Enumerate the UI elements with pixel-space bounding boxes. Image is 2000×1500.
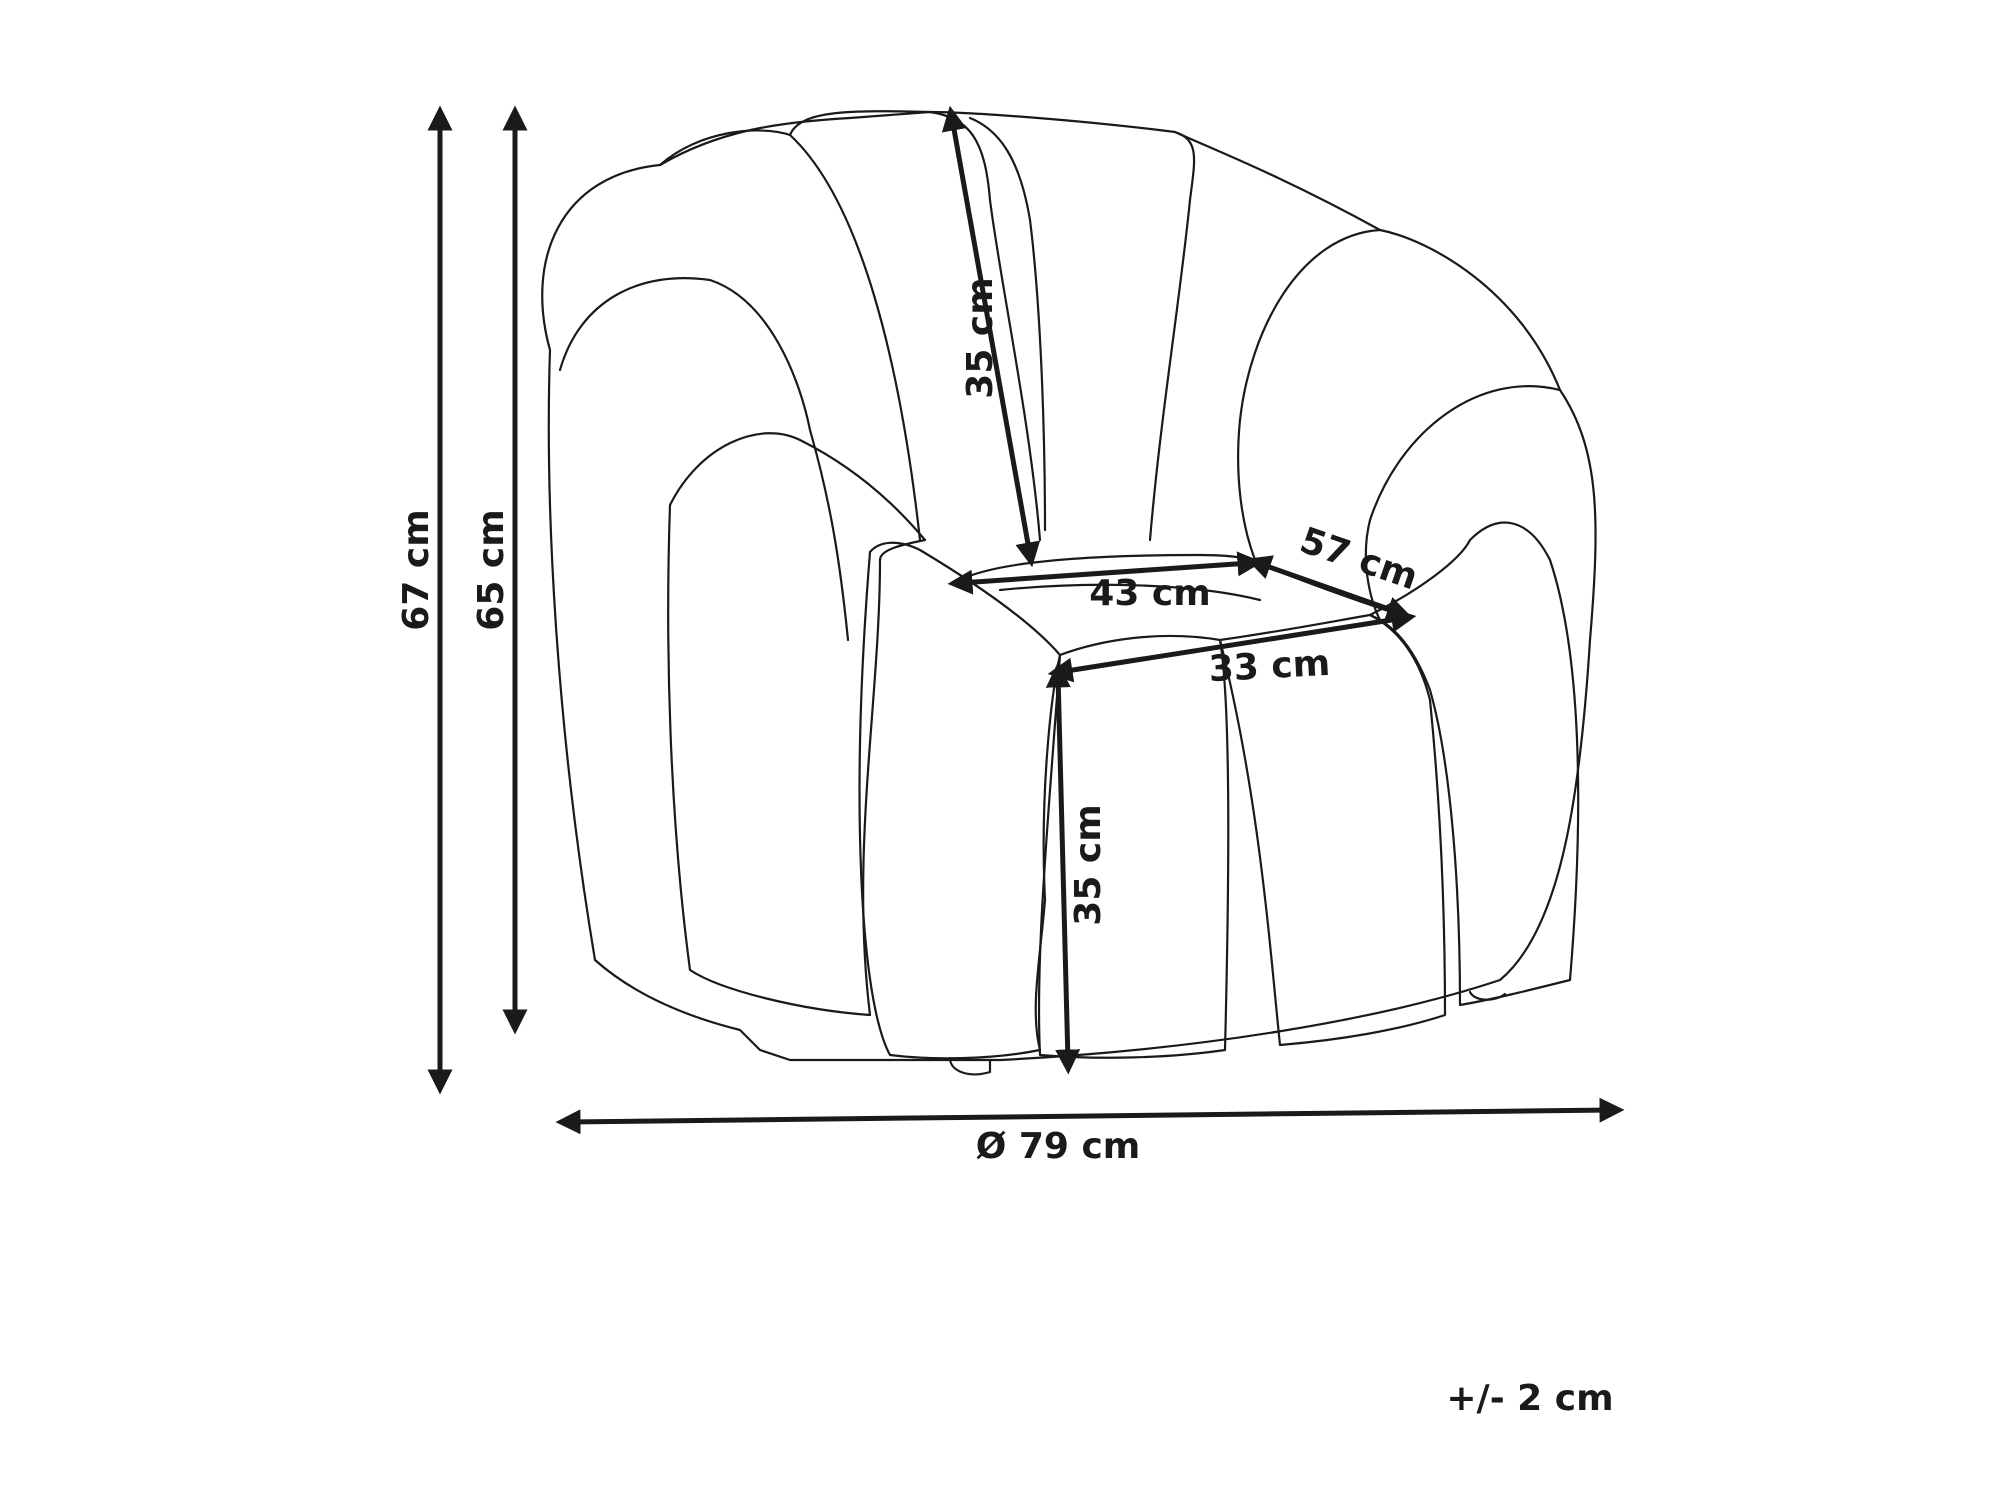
backrest-height-label: 35 cm: [960, 277, 1001, 398]
back-panel-center-left: [788, 110, 1042, 542]
seat-height-dim-line: [1045, 662, 1081, 1075]
back-panel-left: [658, 129, 922, 542]
diameter-dim-line: [555, 1097, 1625, 1135]
back-panel-center-right: [1148, 130, 1196, 542]
seat-front-width-dim-line: [1047, 607, 1417, 683]
right-foot: [1468, 990, 1507, 1001]
seat-depth-dim-line: [1246, 555, 1412, 621]
right-armrest: [1368, 521, 1580, 1007]
tolerance-label: +/- 2 cm: [1446, 1378, 1613, 1419]
left-foot: [948, 1056, 992, 1076]
seat-front-width-label: 33 cm: [1208, 643, 1331, 690]
diameter-label: Ø 79 cm: [976, 1126, 1141, 1167]
left-armrest: [667, 432, 927, 1017]
back-panel-right: [1237, 228, 1382, 562]
back-height-label: 65 cm: [471, 509, 512, 630]
seat-depth-label: 57 cm: [1295, 520, 1423, 598]
front-left-cushion: [858, 541, 1062, 1060]
seat-width-label: 43 cm: [1089, 573, 1210, 614]
inner-shell-left: [558, 277, 850, 642]
armchair-drawing: [541, 110, 1597, 1076]
seat-width-dim-line: [947, 551, 1263, 595]
outer-shell-outline: [541, 110, 1597, 1062]
backrest-height-dim-line: [941, 105, 1041, 568]
dimension-lines: [427, 105, 1625, 1135]
total-height-label: 67 cm: [396, 509, 437, 630]
seat-height-label: 35 cm: [1068, 804, 1109, 925]
